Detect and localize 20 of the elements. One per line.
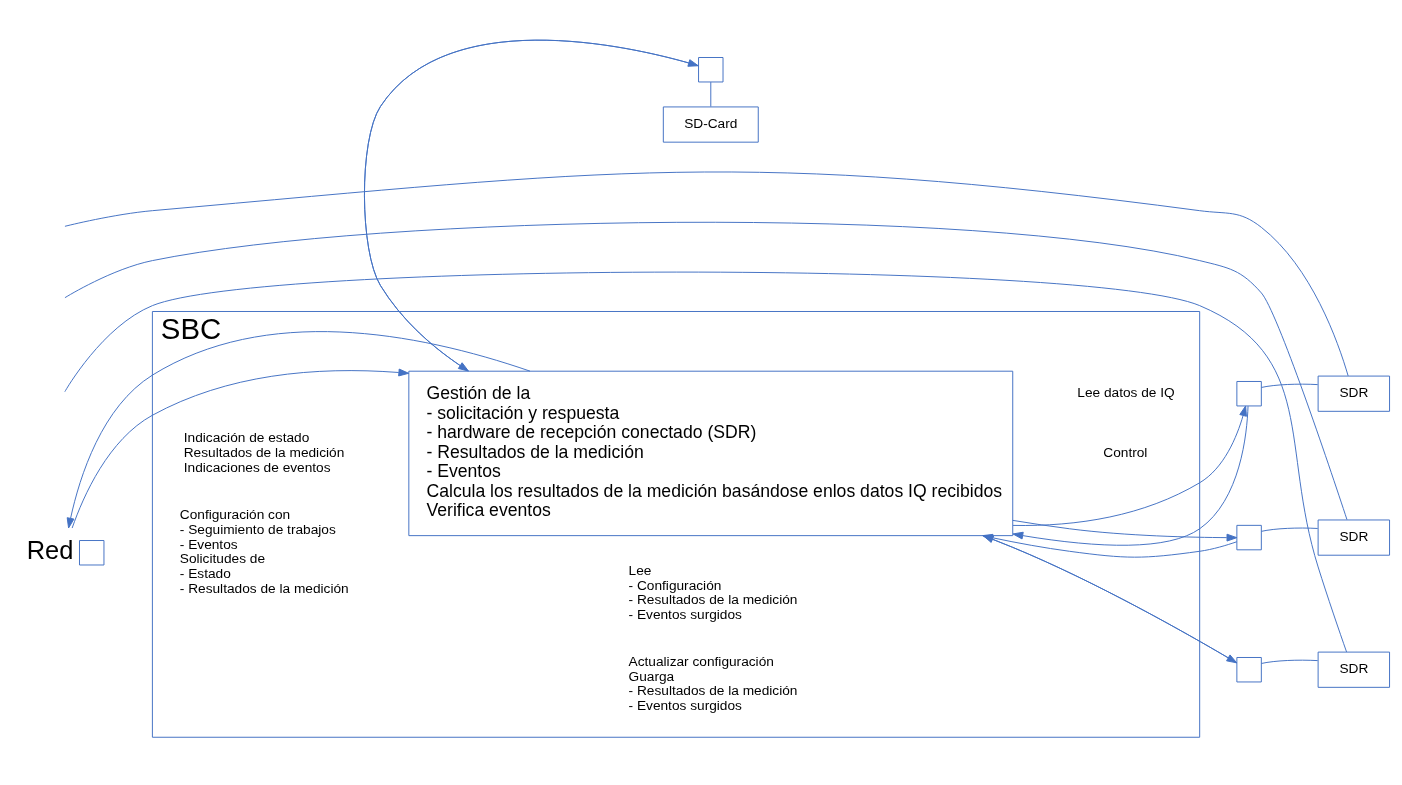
label: Control [1103,445,1148,461]
label: - Resultados de la medición [179,580,349,596]
label: - Resultados de la medición [628,592,798,608]
label: - Resultados de la medición [628,683,798,699]
label: Lee [628,562,652,578]
label: Resultados de la medición [183,445,345,461]
label: - Estado [179,565,231,581]
label: Lee datos de IQ [1077,385,1175,401]
label: - Seguimiento de trabajos [179,521,336,537]
node-label: Red [26,535,74,564]
label: Indicación de estado [183,430,310,446]
label: Indicaciones de eventos [183,459,331,475]
label: Configuración con [179,507,291,523]
label: - Configuración [628,577,722,593]
label: - Eventos [179,536,238,552]
label: Solicitudes de [179,551,266,567]
label: Actualizar configuración [628,654,774,669]
label: Guarga [628,668,675,684]
label: - Eventos surgidos [628,607,742,623]
label: - Eventos surgidos [628,698,742,714]
